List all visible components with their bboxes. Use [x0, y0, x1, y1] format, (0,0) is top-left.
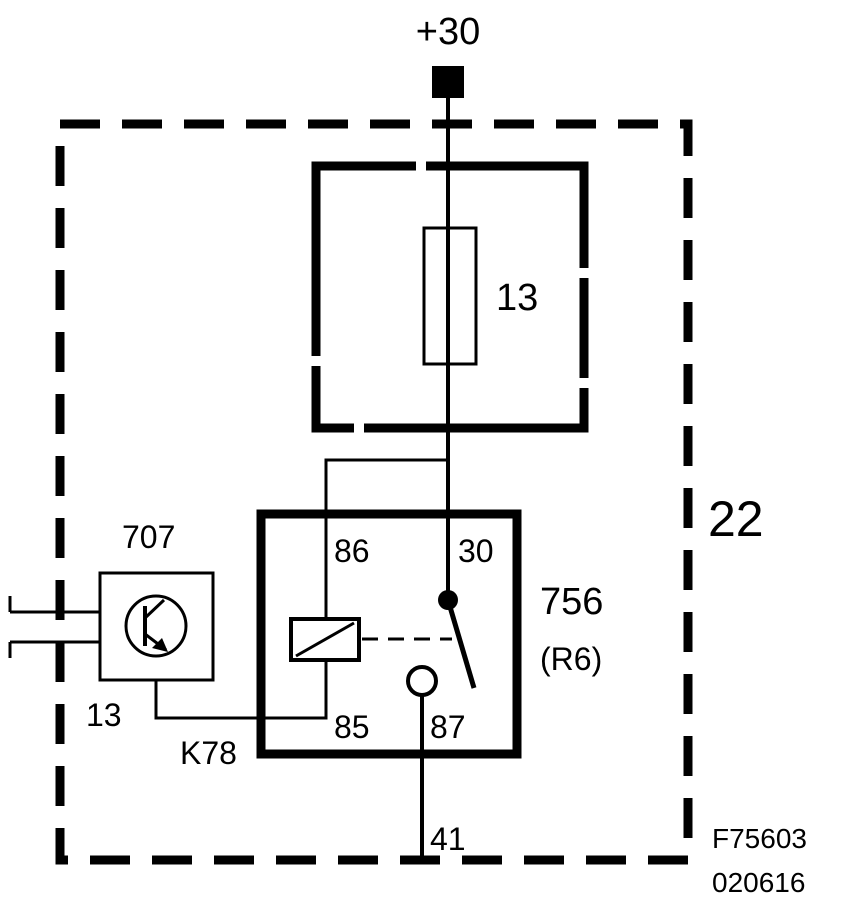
transistor-icon [124, 594, 188, 658]
relay-alt-label: (R6) [540, 641, 602, 677]
supply-label: +30 [416, 11, 480, 53]
relay-pin-87-label: 87 [430, 709, 466, 745]
coil-return-wire [154, 660, 328, 720]
relay-pin-85-label: 85 [334, 709, 370, 745]
connector-label: K78 [180, 735, 237, 771]
switch-blade [445, 599, 477, 689]
module-boundary [55, 119, 693, 865]
relay-box [256, 509, 522, 759]
output-label: 41 [430, 821, 466, 857]
relay-pin-30-label: 30 [458, 533, 494, 569]
coil-feed-wire [324, 458, 448, 618]
supply-terminal [432, 66, 464, 98]
transistor-collector [143, 598, 166, 620]
output-contact [406, 665, 438, 697]
fuse-label: 13 [496, 277, 538, 319]
relay-coil-diagonal [295, 621, 355, 658]
relay-pin-86-label: 86 [334, 533, 370, 569]
transistor-id-label: 707 [122, 519, 175, 555]
transistor-module [98, 571, 215, 682]
transistor-emitter-arrow [152, 638, 168, 652]
transistor-pin-label: 13 [86, 697, 122, 733]
figure-code-label: F75603 [712, 823, 807, 854]
module-label: 22 [708, 491, 764, 547]
output-wire [416, 695, 424, 860]
figure-date-label: 020616 [712, 867, 805, 898]
relay-id-label: 756 [540, 581, 603, 623]
